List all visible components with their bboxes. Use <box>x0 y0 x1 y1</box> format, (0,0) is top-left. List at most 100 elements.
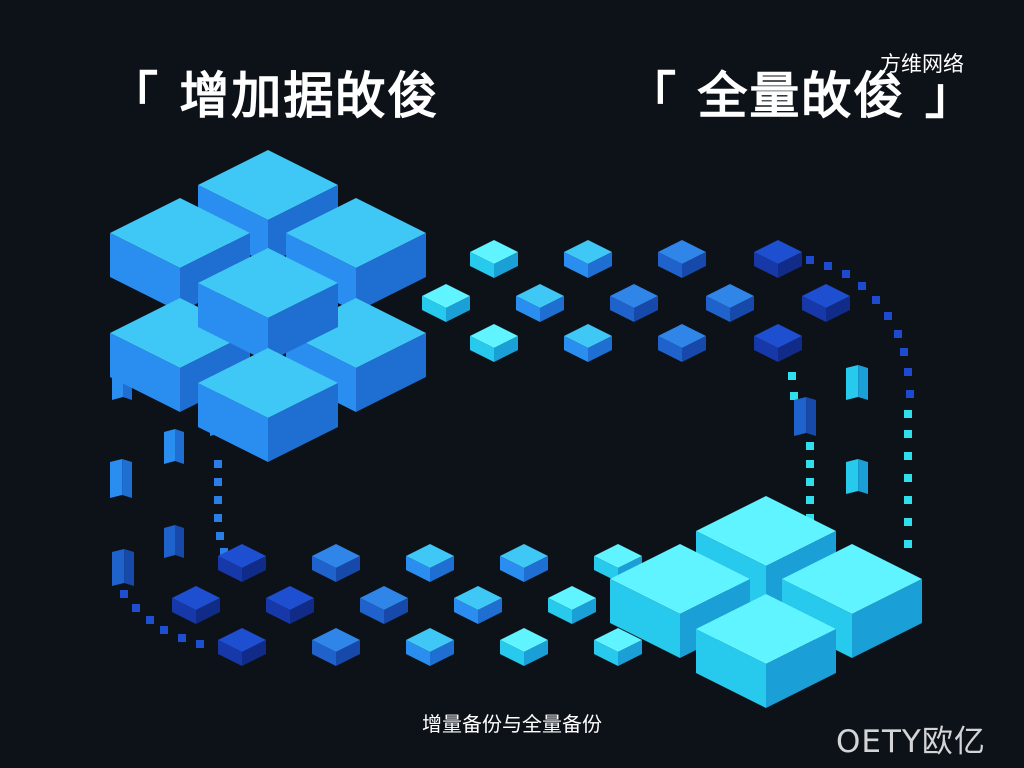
bar-left <box>846 365 859 400</box>
cube-left <box>706 296 730 322</box>
cube-right <box>682 336 706 362</box>
cube-right <box>242 556 266 582</box>
cube-right <box>682 252 706 278</box>
cube-left <box>218 640 242 666</box>
dot <box>904 368 912 376</box>
cube-right <box>572 598 596 624</box>
dot <box>214 478 222 486</box>
dot <box>904 474 912 482</box>
dot <box>904 410 912 418</box>
bar-left <box>112 549 125 586</box>
dot <box>214 460 222 468</box>
cube-right <box>430 556 454 582</box>
cube-right <box>384 598 408 624</box>
cube-right <box>494 252 518 278</box>
dot <box>806 256 814 264</box>
cube-left <box>500 556 524 582</box>
dot <box>906 390 914 398</box>
dot <box>220 548 228 556</box>
cube-left <box>286 233 356 312</box>
cube-left <box>658 252 682 278</box>
dot <box>806 496 814 504</box>
dot <box>904 452 912 460</box>
bar-right <box>858 365 868 400</box>
cube-right <box>588 336 612 362</box>
cube-right <box>852 579 922 658</box>
cube-right <box>730 296 754 322</box>
cube-right <box>618 640 642 666</box>
dot <box>904 430 912 438</box>
watermark-bottom: OETY欧亿 <box>836 724 986 760</box>
cube-right <box>268 383 338 462</box>
bar-left <box>164 525 175 558</box>
cube-left <box>754 336 778 362</box>
cube-left <box>312 556 336 582</box>
cube-right <box>494 336 518 362</box>
cube-left <box>406 556 430 582</box>
dot <box>806 478 814 486</box>
dot <box>214 514 222 522</box>
cube-left <box>594 556 618 582</box>
cube-right <box>268 283 338 362</box>
dot <box>146 616 154 624</box>
cube-left <box>406 640 430 666</box>
cube-left <box>360 598 384 624</box>
dot <box>904 518 912 526</box>
watermark-top: 方维网络 <box>880 52 964 76</box>
cube-left <box>696 629 766 708</box>
cube-right <box>478 598 502 624</box>
cube-left <box>198 283 268 362</box>
cube-left <box>548 598 572 624</box>
cube-right <box>778 336 802 362</box>
cube-left <box>110 233 180 312</box>
cube-right <box>634 296 658 322</box>
cube-right <box>356 333 426 412</box>
caption-subtitle: 增量备份与全量备份 <box>422 712 602 736</box>
bar-left <box>794 397 807 436</box>
cube-right <box>826 296 850 322</box>
cube-left <box>218 556 242 582</box>
cube-left <box>198 383 268 462</box>
cube-right <box>446 296 470 322</box>
cube-left <box>610 296 634 322</box>
dot <box>894 330 902 338</box>
cube-left <box>110 333 180 412</box>
cube-right <box>290 598 314 624</box>
full-backup-title: 「 全量敀俊 」 <box>626 67 977 125</box>
dot <box>120 590 128 598</box>
cube-right <box>524 640 548 666</box>
cube-left <box>802 296 826 322</box>
bar-right <box>858 459 868 494</box>
bar-right <box>124 549 134 586</box>
cube-left <box>594 640 618 666</box>
cube-left <box>610 579 680 658</box>
cube-right <box>778 252 802 278</box>
dot <box>806 460 814 468</box>
bar-right <box>122 459 132 498</box>
cube-right <box>524 556 548 582</box>
cube-left <box>422 296 446 322</box>
dot <box>884 312 892 320</box>
dot <box>806 442 814 450</box>
cube-left <box>754 252 778 278</box>
cube-left <box>564 336 588 362</box>
cube-left <box>564 252 588 278</box>
dot <box>216 532 224 540</box>
dot <box>790 392 798 400</box>
cube-graphics <box>110 150 922 708</box>
cube-left <box>516 296 540 322</box>
cube-right <box>336 640 360 666</box>
cube-left <box>658 336 682 362</box>
bar-right <box>175 525 184 558</box>
dot <box>824 262 832 270</box>
cube-left <box>470 336 494 362</box>
cube-left <box>266 598 290 624</box>
cube-left <box>312 640 336 666</box>
bar-right <box>175 429 184 464</box>
cube-left <box>470 252 494 278</box>
cube-right <box>766 629 836 708</box>
bar-right <box>806 397 816 436</box>
dot <box>904 496 912 504</box>
dot <box>904 540 912 548</box>
